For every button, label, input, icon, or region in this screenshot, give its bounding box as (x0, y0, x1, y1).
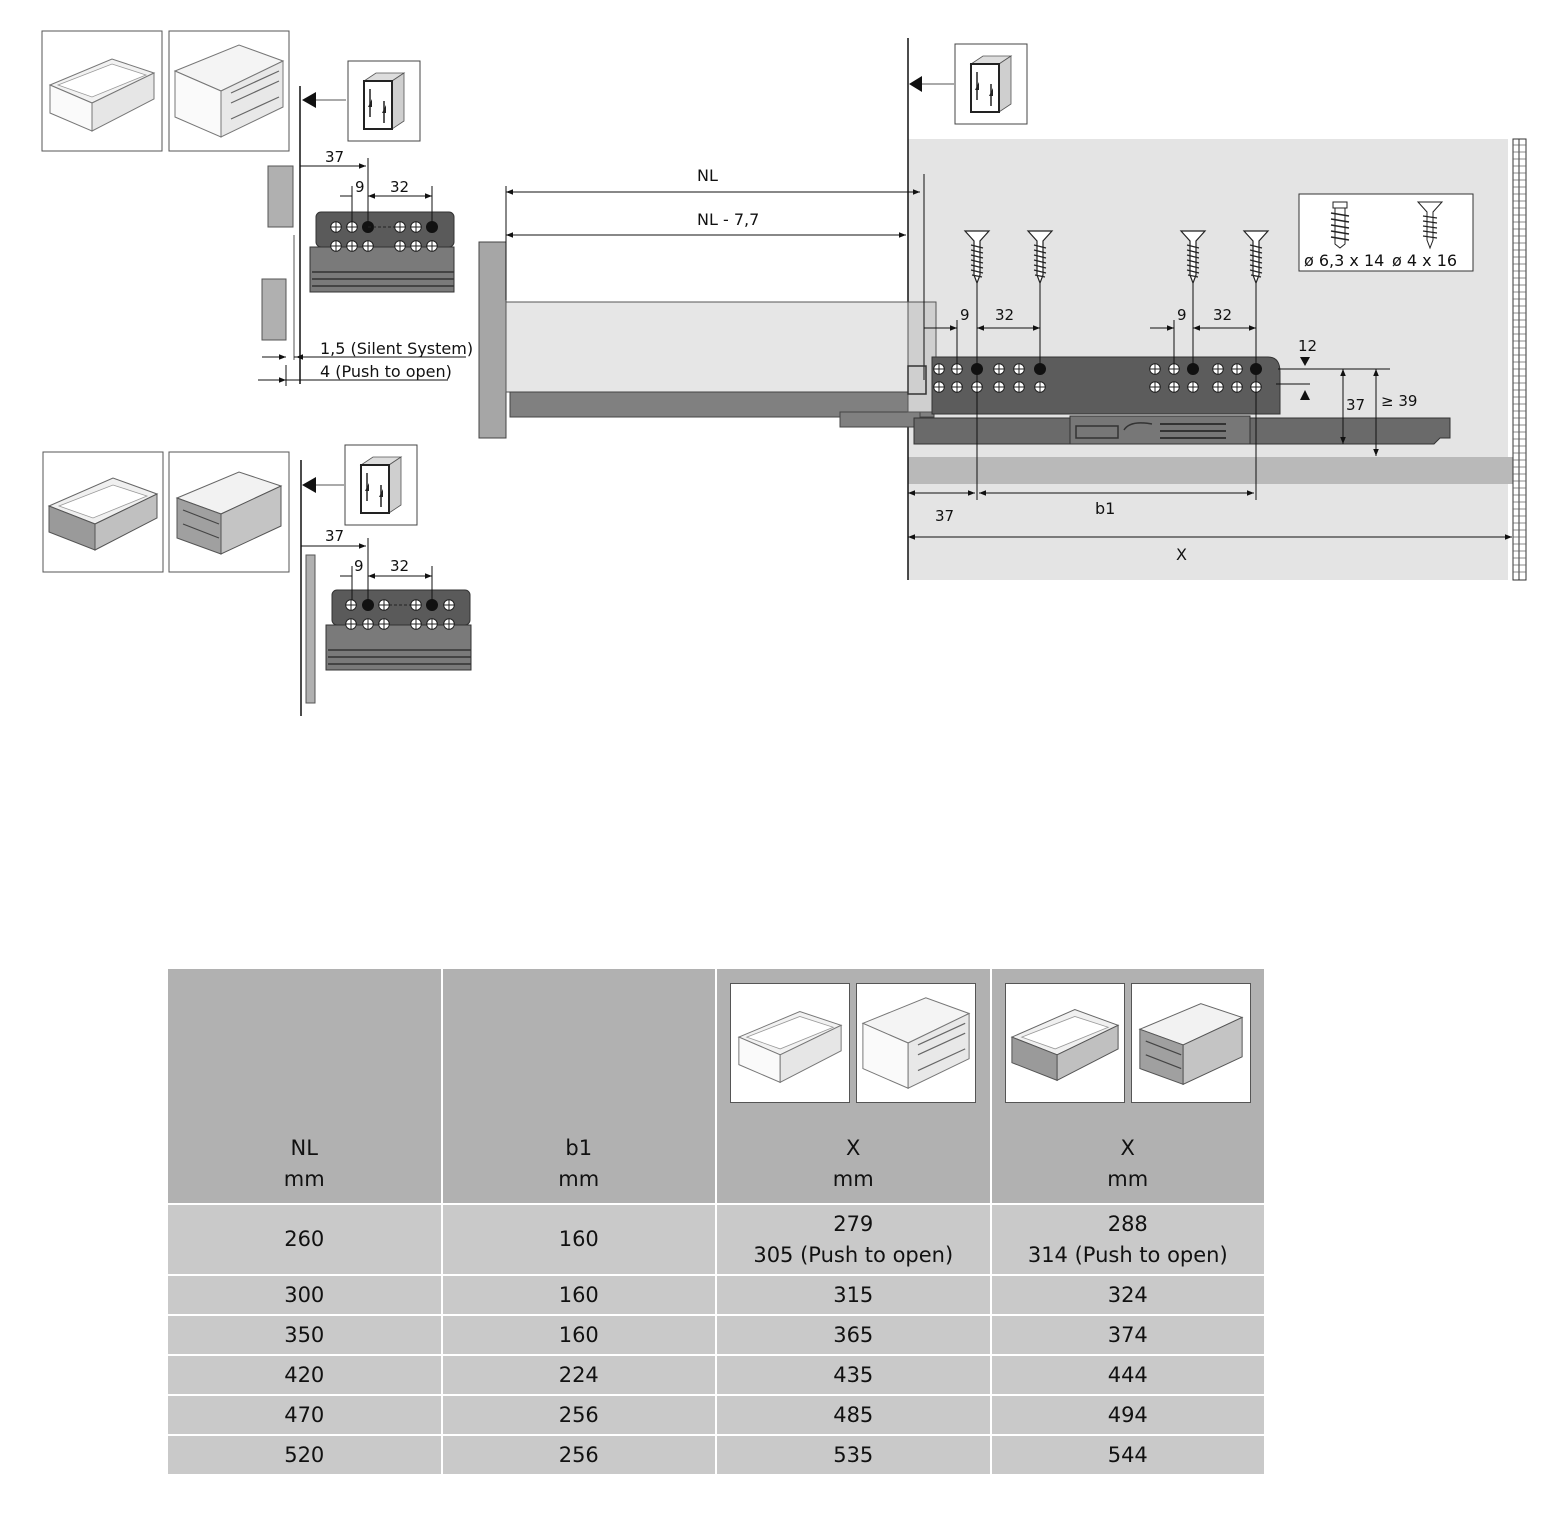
main-dim-37h: 37 (935, 507, 954, 525)
screw-legend (1298, 193, 1474, 272)
cell-x2: 544 (989, 1434, 1266, 1476)
cell-x2-push: 314 (Push to open) (1027, 1242, 1228, 1267)
drawer-type-rail-icon (168, 30, 290, 152)
main-dim-9b: 9 (1177, 306, 1187, 324)
drawer-type-metal-rail-icon (168, 451, 290, 573)
cell-x2: 494 (989, 1394, 1266, 1436)
cell-x1-value: 279 (833, 1211, 874, 1236)
cell-b1: 160 (440, 1203, 717, 1276)
cabinet-icon-3 (954, 43, 1028, 125)
main-dim-37v: 37 (1346, 396, 1365, 414)
header-x2-name: X (1120, 1136, 1135, 1160)
cell-x1: 535 (715, 1434, 992, 1476)
dimension-table: NL mm b1 mm (166, 967, 1266, 1476)
main-dim-b1: b1 (1095, 499, 1115, 518)
gap-silent-system: 1,5 (Silent System) (320, 339, 473, 358)
table-header-row: NL mm b1 mm (166, 967, 1266, 1205)
table-row: 350 160 365 374 (166, 1314, 1266, 1356)
cabinet-icon-2 (344, 444, 418, 526)
drawer-type-plain-icon (41, 30, 163, 152)
installation-diagram: 37 9 32 1,5 (Silent System) 4 (Push to o… (41, 30, 1527, 716)
cell-x1-push: 305 (Push to open) (753, 1242, 954, 1267)
left-top-dim-37: 37 (325, 148, 344, 166)
cell-nl: 470 (166, 1394, 443, 1436)
main-dim-39: ≥ 39 (1381, 392, 1417, 410)
cell-nl: 350 (166, 1314, 443, 1356)
left-bottom-dim-32: 32 (390, 557, 409, 575)
cell-x2: 324 (989, 1274, 1266, 1316)
left-top-dim-9: 9 (355, 178, 365, 196)
cell-x2: 288 314 (Push to open) (989, 1203, 1266, 1276)
cell-x2: 444 (989, 1354, 1266, 1396)
header-nl: NL mm (166, 967, 443, 1205)
cell-x1: 485 (715, 1394, 992, 1436)
screw-label-a: ø 6,3 x 14 (1304, 251, 1384, 270)
main-dim-9a: 9 (960, 306, 970, 324)
screw-6-3-icon (1330, 201, 1350, 249)
cell-x2: 374 (989, 1314, 1266, 1356)
table-row: 260 160 279 305 (Push to open) 288 314 (… (166, 1203, 1266, 1276)
table-row: 470 256 485 494 (166, 1394, 1266, 1436)
cell-nl: 420 (166, 1354, 443, 1396)
cell-x1: 279 305 (Push to open) (715, 1203, 992, 1276)
drawer-metal-icon (1004, 983, 1125, 1103)
cell-x1: 435 (715, 1354, 992, 1396)
cell-nl: 260 (166, 1203, 443, 1276)
cell-b1: 256 (440, 1394, 717, 1436)
header-x1-name: X (846, 1136, 861, 1160)
front-arrow-icon-2 (302, 477, 316, 493)
cell-x1: 365 (715, 1314, 992, 1356)
header-b1-unit: mm (558, 1167, 600, 1191)
screw-4-icon (1416, 201, 1444, 250)
left-bottom-dim-9: 9 (354, 557, 364, 575)
cell-x2-value: 288 (1107, 1211, 1148, 1236)
cell-x1: 315 (715, 1274, 992, 1316)
cell-b1: 256 (440, 1434, 717, 1476)
screw-label-b: ø 4 x 16 (1392, 251, 1457, 270)
cell-nl: 300 (166, 1274, 443, 1316)
main-dim-12: 12 (1298, 337, 1317, 355)
header-x2-unit: mm (1107, 1167, 1149, 1191)
table-row: 520 256 535 544 (166, 1434, 1266, 1476)
dim-nl: NL (697, 166, 718, 185)
main-dim-32a: 32 (995, 306, 1014, 324)
table-row: 300 160 315 324 (166, 1274, 1266, 1316)
dim-nl-minus: NL - 7,7 (697, 210, 759, 229)
drawer-rail-icon (856, 983, 977, 1103)
cell-b1: 160 (440, 1274, 717, 1316)
front-arrow-icon (302, 92, 316, 108)
main-dim-32b: 32 (1213, 306, 1232, 324)
header-x1-unit: mm (832, 1167, 874, 1191)
drawer-type-metal-icon (42, 451, 164, 573)
header-x-metal: X mm (989, 967, 1266, 1205)
left-top-dim-32: 32 (390, 178, 409, 196)
drawer-metal-rail-icon (1130, 983, 1251, 1103)
header-nl-name: NL (290, 1136, 318, 1160)
header-b1-name: b1 (565, 1136, 593, 1160)
front-arrow-icon-3 (909, 76, 922, 92)
cell-nl: 520 (166, 1434, 443, 1476)
gap-push-to-open: 4 (Push to open) (320, 362, 452, 381)
header-b1: b1 mm (440, 967, 717, 1205)
cell-b1: 160 (440, 1314, 717, 1356)
header-x-plain: X mm (715, 967, 992, 1205)
left-bottom-dim-37: 37 (325, 527, 344, 545)
header-nl-unit: mm (283, 1167, 325, 1191)
cell-b1: 224 (440, 1354, 717, 1396)
main-dim-x: X (1176, 545, 1187, 564)
table-row: 420 224 435 444 (166, 1354, 1266, 1396)
cabinet-icon (347, 60, 421, 142)
drawer-plain-icon (730, 983, 851, 1103)
